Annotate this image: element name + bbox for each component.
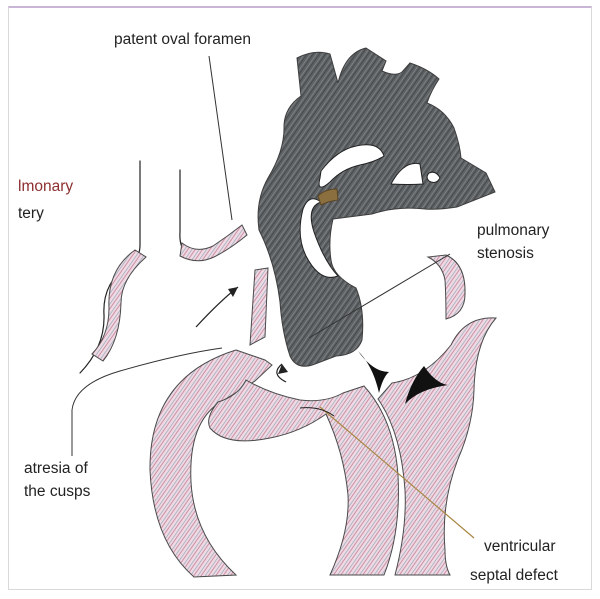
- left-atrium-wall: [92, 250, 146, 361]
- interatrial-septum-wall: [250, 268, 268, 345]
- foramen-septum-wall: [180, 225, 247, 261]
- aorta-and-pulmonary-trunk: [258, 48, 495, 366]
- atresia-label-line2: the cusps: [24, 483, 91, 500]
- pulmonary-artery-label-line2: tery: [18, 205, 44, 222]
- ventricular-septal-defect-label-line1: ventricular: [484, 538, 556, 555]
- ventricular-septum-wall: [209, 380, 399, 575]
- pulmonary-stenosis-label-line2: stenosis: [477, 245, 534, 262]
- atresia-label-line1: atresia of: [24, 460, 88, 477]
- pulmonary-artery-label-line1: lmonary: [18, 178, 73, 195]
- ventricular-septal-defect-label-line2: septal defect: [470, 567, 559, 584]
- left-ventricle-wall: [378, 318, 496, 575]
- foramen-flow-arrowhead: [228, 287, 238, 297]
- ventricular-flow-arrowhead: [278, 364, 288, 374]
- patent-oval-foramen-leader: [209, 56, 232, 220]
- pulmonary-stenosis-label-line1: pulmonary: [477, 222, 550, 239]
- right-pulmonary-arch-wall: [428, 255, 465, 319]
- patent-oval-foramen-label: patent oval foramen: [114, 31, 251, 48]
